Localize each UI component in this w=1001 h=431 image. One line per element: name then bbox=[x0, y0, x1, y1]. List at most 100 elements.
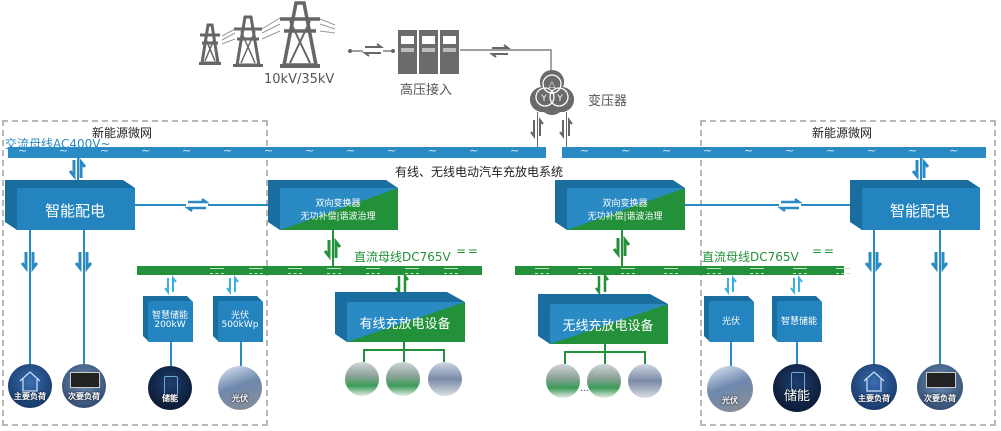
load-line-main-right bbox=[873, 230, 875, 365]
right-pv-label: 光伏 bbox=[721, 317, 740, 327]
right-converter-line1: 双向变换器 bbox=[602, 199, 648, 209]
down-arrow-icon bbox=[20, 252, 39, 273]
ac-wave-icon: ~ bbox=[908, 144, 918, 157]
ev-circle bbox=[345, 362, 379, 396]
ev-circle bbox=[386, 362, 420, 396]
left-secondary-load-circle: 次要负荷 bbox=[62, 364, 106, 408]
ellipsis-label: ... bbox=[580, 384, 589, 394]
dc-symbol-mark bbox=[664, 268, 678, 274]
dc-symbol-mark bbox=[836, 268, 850, 274]
ac-wave-icon: ~ bbox=[223, 144, 233, 157]
right-storage-circle: 储能 bbox=[773, 364, 821, 412]
power-pylon-icon bbox=[233, 15, 263, 67]
ac-wave-icon: ~ bbox=[18, 144, 28, 157]
bidirectional-arrow-icon bbox=[724, 275, 737, 295]
dc-symbol-mark bbox=[707, 268, 721, 274]
transformer-feeder-left bbox=[537, 112, 538, 150]
dc-symbol-mark bbox=[793, 268, 807, 274]
ev-circle bbox=[587, 364, 621, 398]
left-dc-symbol: = = bbox=[456, 244, 478, 258]
dc-symbol-mark bbox=[578, 268, 592, 274]
transformer-feeder-right bbox=[566, 112, 567, 150]
bidirectional-arrow-icon bbox=[164, 275, 177, 295]
left-main-load-circle: 主要负荷 bbox=[8, 364, 52, 408]
bidirectional-arrow-icon bbox=[323, 237, 342, 261]
dc-bus-right bbox=[515, 266, 844, 275]
load-line-secondary-left bbox=[83, 230, 85, 365]
dc-symbol-mark bbox=[405, 268, 419, 274]
storage-box-line1: 智慧储能 bbox=[151, 311, 188, 321]
dc-symbol-mark bbox=[444, 268, 458, 274]
ac-to-distribution-line bbox=[77, 158, 79, 180]
bidirectional-arrow-icon bbox=[226, 275, 239, 295]
wireless-charger-label: 无线充放电设备 bbox=[562, 319, 654, 334]
dc-symbol-mark bbox=[249, 268, 263, 274]
load-line-secondary-right bbox=[939, 230, 941, 365]
ac-wave-icon: ~ bbox=[826, 144, 836, 157]
down-arrow-icon bbox=[74, 252, 93, 273]
hv-access-label: 高压接入 bbox=[400, 83, 453, 98]
right-microgrid-title: 新能源微网 bbox=[812, 126, 873, 140]
bidirectional-arrow-icon bbox=[911, 157, 930, 181]
right-dc-symbol: = = bbox=[812, 244, 834, 258]
bidirectional-arrow-icon bbox=[395, 272, 409, 296]
system-title: 有线、无线电动汽车充放电系统 bbox=[395, 165, 564, 179]
bidirectional-arrow-icon bbox=[184, 198, 210, 212]
transformer-icon: △ Y Y bbox=[529, 69, 575, 116]
dc-symbol-mark bbox=[621, 268, 635, 274]
ev-circle bbox=[546, 364, 580, 398]
svg-text:△: △ bbox=[549, 80, 556, 90]
right-dc-bus-label: 直流母线DC765V bbox=[702, 250, 799, 264]
storage-to-circle-line bbox=[170, 342, 172, 366]
bidirectional-arrow-icon bbox=[489, 44, 511, 58]
left-storage-circle: 储能 bbox=[148, 366, 192, 410]
bidirectional-arrow-icon bbox=[559, 117, 573, 139]
ac-bus-left bbox=[8, 147, 546, 158]
converter-to-dc-line-left bbox=[332, 230, 334, 266]
dc-symbol-mark bbox=[210, 268, 224, 274]
ac-wave-icon: ~ bbox=[662, 144, 672, 157]
bus-circle bbox=[628, 364, 662, 398]
power-pylon-icon bbox=[199, 23, 221, 65]
right-smart-storage-box: 智慧储能 bbox=[772, 296, 822, 342]
ac-wave-icon: ~ bbox=[621, 144, 631, 157]
left-pv-box: 光伏 500kWp bbox=[213, 296, 263, 342]
right-secondary-load-circle: 次要负荷 bbox=[917, 364, 963, 410]
down-arrow-icon bbox=[930, 252, 949, 273]
bidirectional-arrow-icon bbox=[790, 275, 803, 295]
switchgear-cabinet-icon bbox=[398, 30, 459, 74]
ac-wave-icon: ~ bbox=[744, 144, 754, 157]
ac-wave-icon: ~ bbox=[867, 144, 877, 157]
wired-charger-tree bbox=[363, 342, 445, 362]
power-pylon-icon bbox=[280, 1, 320, 68]
left-converter-line1: 双向变换器 bbox=[315, 199, 361, 209]
ac-wave-icon: ~ bbox=[949, 144, 959, 157]
right-pv-box: 光伏 bbox=[704, 296, 754, 342]
wireless-charger-tree bbox=[564, 344, 646, 364]
wireless-charger-box: 无线充放电设备 bbox=[538, 294, 668, 344]
left-smart-storage-box: 智慧储能 200kW bbox=[143, 296, 193, 342]
right-converter-line2: 无功补偿|谐波治理 bbox=[587, 212, 663, 222]
ac-wave-icon: ~ bbox=[387, 144, 397, 157]
left-smart-distribution-box: 智能配电 bbox=[5, 180, 135, 230]
ac-wave-icon: ~ bbox=[510, 144, 520, 157]
bidirectional-arrow-icon bbox=[595, 272, 609, 296]
pv-box-line1: 光伏 bbox=[230, 311, 249, 321]
left-converter-line2: 无功补偿|谐波治理 bbox=[300, 212, 376, 222]
dc-bus-left bbox=[137, 266, 482, 275]
dc-symbol-mark bbox=[327, 268, 341, 274]
svg-text:Y: Y bbox=[540, 94, 547, 104]
ac-wave-icon: ~ bbox=[703, 144, 713, 157]
right-storage-label: 智慧储能 bbox=[780, 317, 817, 327]
ac-wave-icon: ~ bbox=[469, 144, 479, 157]
right-main-load-circle: 主要负荷 bbox=[851, 364, 897, 410]
left-dc-bus-label: 直流母线DC765V bbox=[354, 250, 451, 264]
wired-charger-box: 有线充放电设备 bbox=[335, 292, 465, 342]
ac-wave-icon: ~ bbox=[59, 144, 69, 157]
bidirectional-arrow-icon bbox=[612, 235, 631, 259]
ac-wave-icon: ~ bbox=[428, 144, 438, 157]
bidirectional-arrow-icon bbox=[777, 198, 803, 212]
switchgear-to-transformer-line bbox=[460, 49, 552, 74]
right-pv-circle: 光伏 bbox=[707, 366, 753, 412]
wired-charger-label: 有线充放电设备 bbox=[359, 317, 451, 332]
